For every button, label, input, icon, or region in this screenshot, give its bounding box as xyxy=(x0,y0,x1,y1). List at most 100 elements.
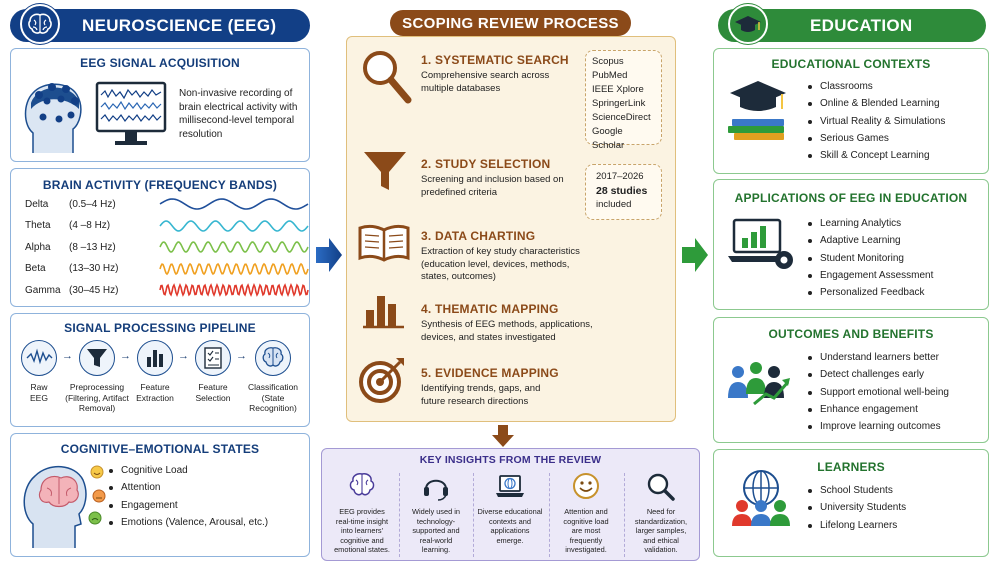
band-name: Theta xyxy=(25,220,51,231)
book-icon xyxy=(358,224,410,262)
frequency-band-row: Gamma(30–45 Hz) xyxy=(25,280,309,300)
cognitive-states-panel: COGNITIVE–EMOTIONAL STATES Cognitive Loa… xyxy=(10,433,310,557)
list-item: Enhance engagement xyxy=(806,401,949,418)
brain-icon xyxy=(262,347,284,367)
checklist-icon xyxy=(204,347,222,369)
list-item: Serious Games xyxy=(806,130,945,147)
books-graduation-icon xyxy=(728,81,786,140)
magnifier-icon xyxy=(647,473,675,501)
pipeline-step-circle xyxy=(137,340,173,376)
insight-separator xyxy=(473,473,474,557)
scoping-review-header-label: SCOPING REVIEW PROCESS xyxy=(402,14,619,32)
global-learners-icon xyxy=(732,470,790,526)
scope-step-title: 5. EVIDENCE MAPPING xyxy=(421,366,559,380)
signal-pipeline-title: SIGNAL PROCESSING PIPELINE xyxy=(64,321,256,335)
scope-step-title: 4. THEMATIC MAPPING xyxy=(421,302,559,316)
database-name: Google Scholar xyxy=(592,126,625,151)
frequency-bands-title: BRAIN ACTIVITY (FREQUENCY BANDS) xyxy=(42,178,278,192)
list-item: Classrooms xyxy=(806,78,945,95)
educational-contexts-title: EDUCATIONAL CONTEXTS xyxy=(771,57,931,71)
cognitive-states-title: COGNITIVE–EMOTIONAL STATES xyxy=(60,442,260,456)
key-insights-panel: KEY INSIGHTS FROM THE REVIEW EEG provide… xyxy=(321,448,700,561)
pipeline-arrow-icon: → xyxy=(62,350,73,362)
list-item: Cognitive Load xyxy=(107,462,268,479)
learners-title: LEARNERS xyxy=(817,460,885,474)
band-name: Delta xyxy=(25,198,49,210)
smiley-icon xyxy=(573,473,599,499)
database-name: PubMed xyxy=(592,70,628,81)
list-item: Improve learning outcomes xyxy=(806,418,949,435)
magnifier-icon xyxy=(363,51,412,104)
laptop-analytics-icon xyxy=(728,218,793,269)
list-item: Lifelong Learners xyxy=(806,517,906,534)
arrow-down-icon xyxy=(492,425,514,447)
scope-step-title: 1. SYSTEMATIC SEARCH xyxy=(421,53,569,67)
insight-separator xyxy=(549,473,550,557)
band-range: (13–30 Hz) xyxy=(69,263,119,274)
frequency-band-row: Alpha (8 –13 Hz) xyxy=(25,237,309,257)
brain-badge-icon xyxy=(20,4,60,44)
band-wave-icon xyxy=(159,198,309,210)
bar-chart-icon xyxy=(147,350,163,367)
study-selection-box: 2017–2026 28 studies included xyxy=(585,164,662,220)
pipeline-arrow-icon: → xyxy=(120,350,131,362)
bar-chart-icon xyxy=(363,296,404,329)
pipeline-step-circle xyxy=(79,340,115,376)
band-name: Alpha xyxy=(25,241,51,253)
eeg-applications-title: APPLICATIONS OF EEG IN EDUCATION xyxy=(734,191,968,205)
list-item: Detect challenges early xyxy=(806,366,949,383)
pipeline-step-circle xyxy=(255,340,291,376)
outcomes-title: OUTCOMES AND BENEFITS xyxy=(768,327,934,341)
list-item: University Students xyxy=(806,499,906,516)
eeg-applications-panel: APPLICATIONS OF EEG IN EDUCATION Learnin… xyxy=(713,179,989,310)
database-name: Scopus xyxy=(592,56,624,67)
outcomes-panel: OUTCOMES AND BENEFITS Understand learner… xyxy=(713,317,989,443)
head-electrodes-icon xyxy=(24,83,82,153)
neuroscience-header: NEUROSCIENCE (EEG) xyxy=(10,9,310,42)
key-insights-title: KEY INSIGHTS FROM THE REVIEW xyxy=(419,454,602,466)
band-wave-icon xyxy=(159,219,309,232)
band-name: Gamma xyxy=(25,284,61,296)
band-wave-icon xyxy=(159,241,309,253)
band-range: (8 –13 Hz) xyxy=(69,241,116,253)
scope-step-description: Extraction of key study characteristics(… xyxy=(421,246,580,282)
database-name: IEEE Xplore xyxy=(592,84,644,95)
frequency-bands-panel: BRAIN ACTIVITY (FREQUENCY BANDS) Delta (0… xyxy=(10,168,310,307)
list-item: Understand learners better xyxy=(806,349,949,366)
head-brain-emotions-icon xyxy=(23,465,106,548)
wave-icon xyxy=(26,348,53,365)
eeg-acquisition-panel: EEG SIGNAL ACQUISITION Non-invasive reco… xyxy=(10,48,310,162)
neuroscience-header-label: NEUROSCIENCE (EEG) xyxy=(82,15,277,35)
frequency-band-row: Beta(13–30 Hz) xyxy=(25,259,309,279)
selection-count: 28 studies xyxy=(596,185,648,197)
graduation-cap-badge-icon xyxy=(728,4,768,44)
list-item: Skill & Concept Learning xyxy=(806,147,945,164)
funnel-icon xyxy=(364,152,406,190)
list-item: Attention xyxy=(107,479,268,496)
list-item: Personalized Feedback xyxy=(806,284,933,301)
learners-growth-icon xyxy=(728,362,790,406)
arrow-right-icon xyxy=(682,238,708,272)
band-range: (0.5–4 Hz) xyxy=(69,198,116,210)
band-wave-icon xyxy=(159,262,309,275)
headset-icon xyxy=(424,479,448,501)
insight-separator xyxy=(399,473,400,557)
frequency-band-row: Theta(4 –8 Hz) xyxy=(25,216,309,236)
